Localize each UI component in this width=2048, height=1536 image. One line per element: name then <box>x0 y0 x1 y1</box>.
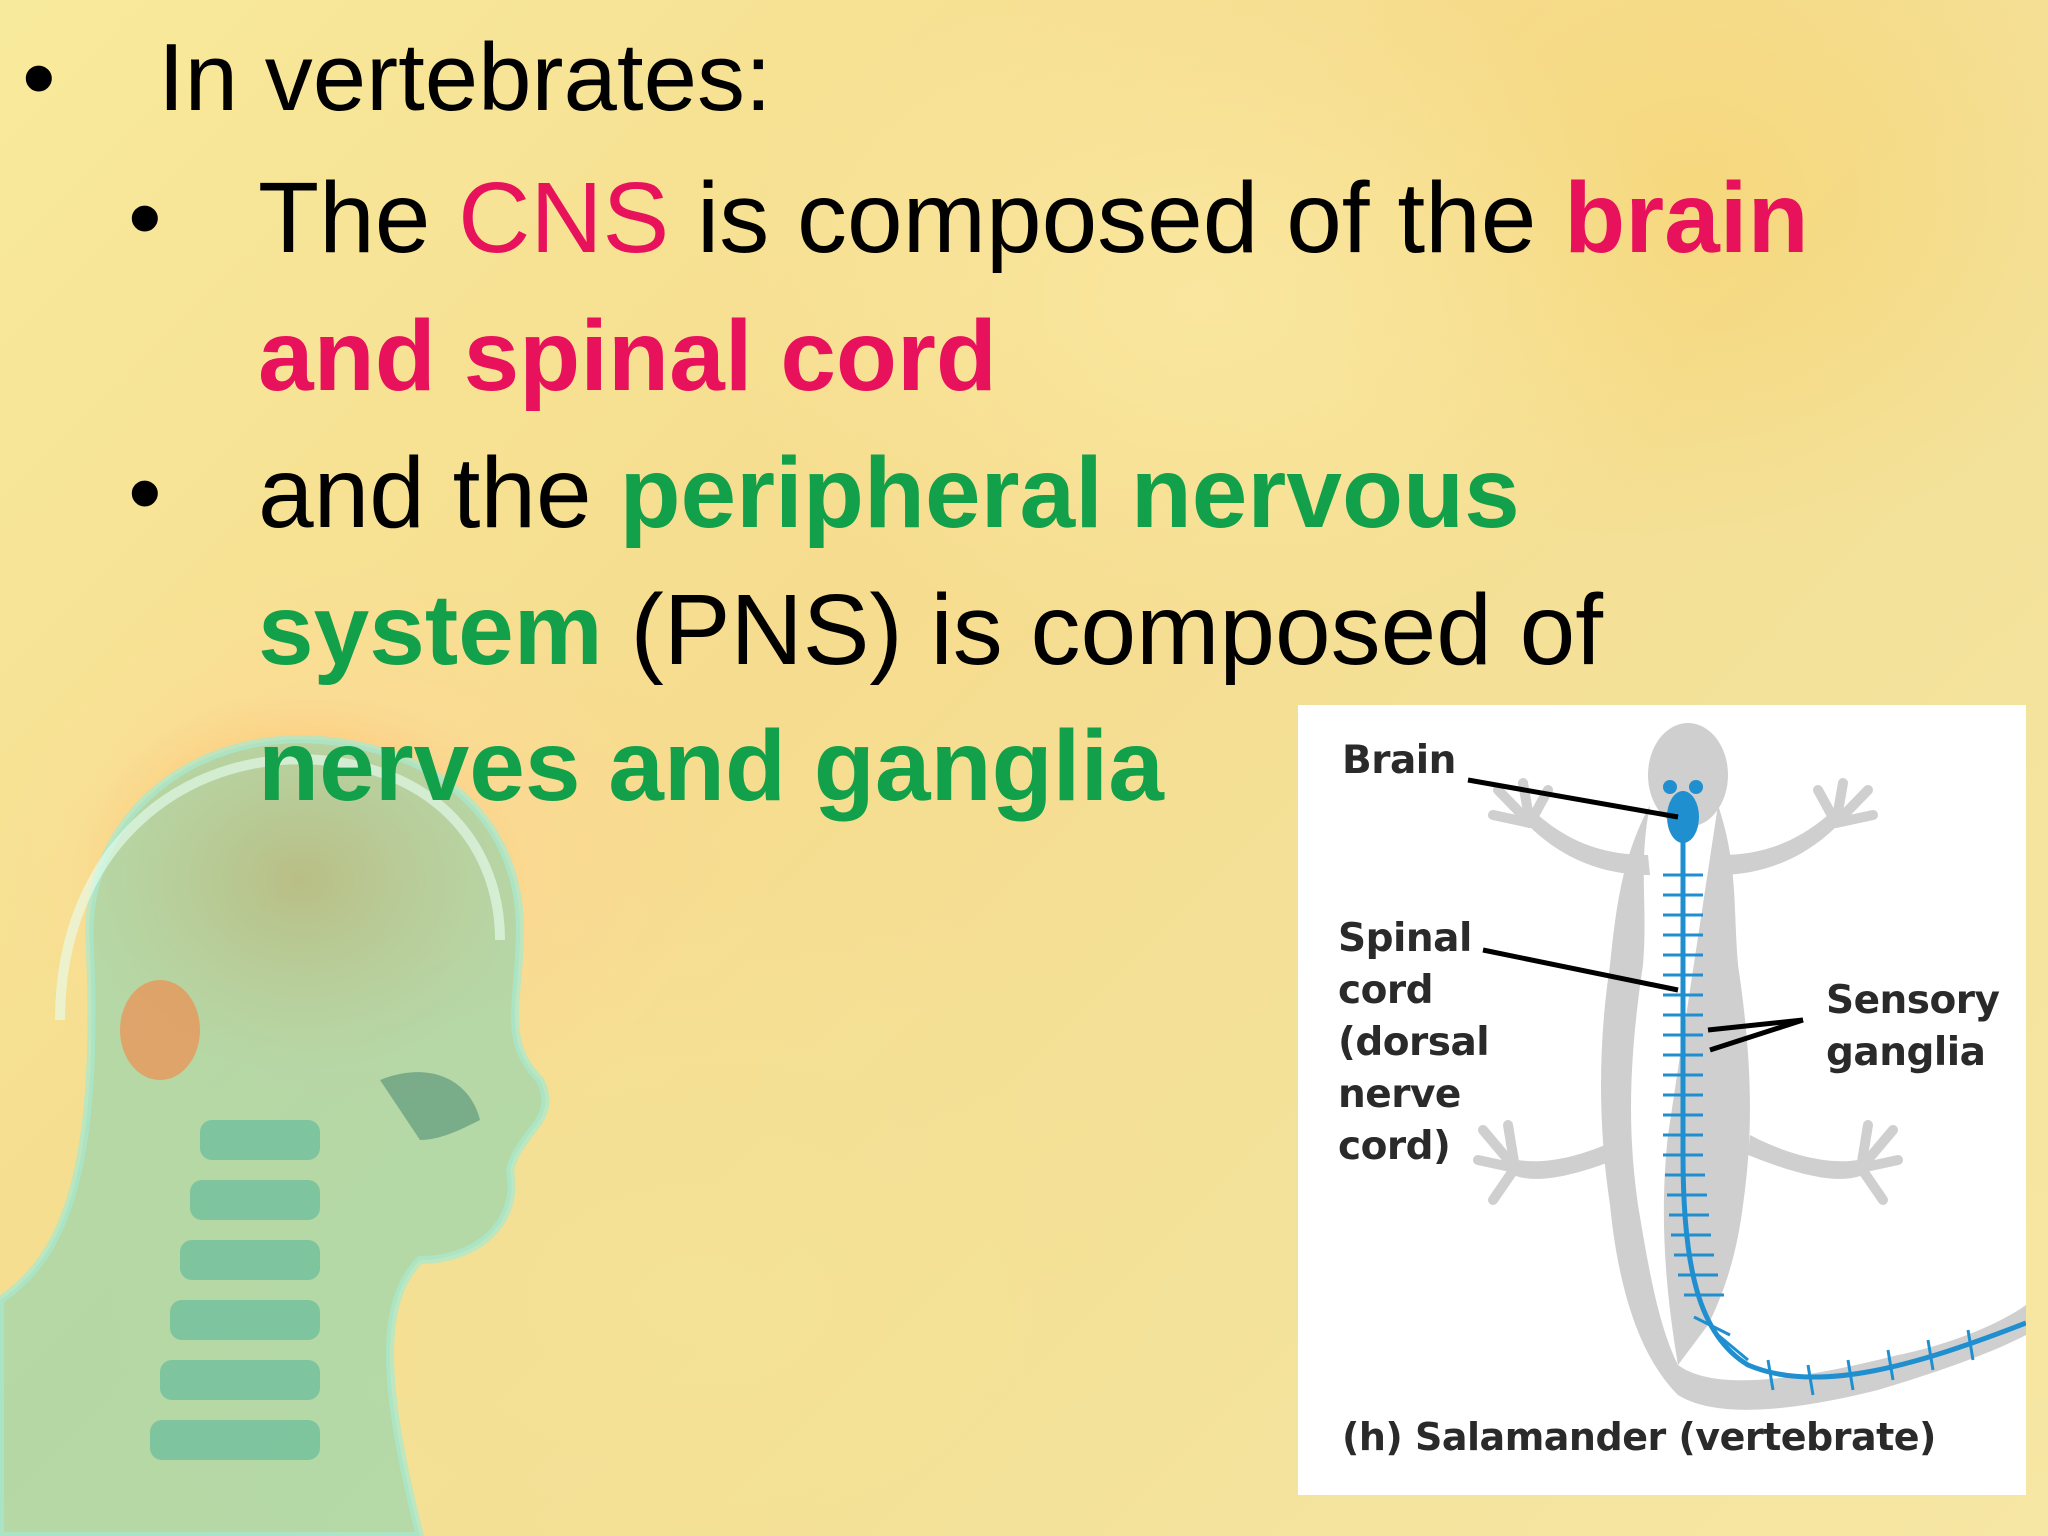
sub-bullet-dot-2: • <box>128 439 162 546</box>
sensory-ganglia-label: Sensory ganglia <box>1826 978 2000 1075</box>
pns-line-1: and the peripheral nervous <box>258 437 1520 549</box>
pns-line-3: nerves and ganglia <box>258 716 1164 816</box>
cns-line-1: The CNS is composed of the brain <box>258 162 1809 274</box>
xray-head-illustration <box>0 700 550 1536</box>
pns-line-2: system (PNS) is composed of <box>258 574 1604 686</box>
pns-term-part1: peripheral nervous <box>619 437 1520 549</box>
pns-term-part2: system <box>258 574 603 686</box>
salamander-diagram: Brain Spinal cord (dorsal nerve cord) Se… <box>1298 705 2026 1495</box>
brain-label: Brain <box>1342 738 1456 783</box>
heading-text: In vertebrates: <box>158 24 772 131</box>
diagram-caption: (h) Salamander (vertebrate) <box>1342 1415 1936 1459</box>
salamander-illustration <box>1467 723 2026 1410</box>
sub-bullet-dot-1: • <box>128 164 162 271</box>
spinal-cord-term: and spinal cord <box>258 300 998 412</box>
brain-term: brain <box>1564 162 1809 274</box>
cns-term: CNS <box>458 162 670 274</box>
nerves-ganglia-term: nerves and ganglia <box>258 710 1164 822</box>
bullet-dot: • <box>22 24 56 131</box>
cns-line-2: and spinal cord <box>258 306 997 406</box>
bullet-heading: • In vertebrates: <box>22 30 772 126</box>
spinal-cord-label: Spinal cord (dorsal nerve cord) <box>1338 916 1490 1169</box>
